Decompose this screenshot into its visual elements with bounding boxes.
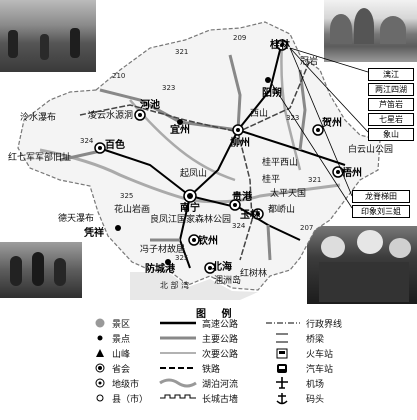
photo-folk-dance <box>0 242 82 298</box>
legend-label-scenic-area: 景区 <box>112 320 131 330</box>
label-nanning: 南宁 <box>180 201 200 214</box>
label-xinglin: 红树林 <box>240 267 267 279</box>
label-hechi: 河池 <box>140 98 160 111</box>
label-guiping: 桂平 <box>262 173 280 185</box>
info-box-ludi: 芦笛岩 <box>368 98 414 111</box>
legend-label-port: 码头 <box>306 395 325 405</box>
railway <box>237 131 253 261</box>
label-lingyun: 凌云水源洞 <box>88 109 133 121</box>
city-marker-fangchenggang <box>165 259 171 265</box>
label-guanyan: 冠岩 <box>300 55 318 67</box>
legend-label-expressway: 高速公路 <box>202 320 239 330</box>
label-liangfeng: 良凤江国家森林公园 <box>150 213 231 225</box>
info-box-qixing: 七星岩 <box>368 113 414 126</box>
legend-label-railway: 铁路 <box>202 365 221 375</box>
main-road <box>266 224 272 261</box>
legend-label-lake-river: 湖泊河流 <box>202 380 239 390</box>
photo-tea-field <box>0 0 96 72</box>
legend-label-prefecture: 地级市 <box>112 380 140 390</box>
legend-label-scenic-spot: 景点 <box>112 335 131 345</box>
info-box-liangjiang: 两江四湖 <box>368 83 414 96</box>
label-xishan: 西山 <box>250 108 268 119</box>
label-huashan: 花山岩画 <box>114 203 150 215</box>
sea-label: 北 部 湾 <box>160 280 189 290</box>
legend-title: 图 例 <box>196 309 238 320</box>
label-yangshuo: 阳朔 <box>262 86 282 99</box>
info-box-lijiang: 漓江 <box>368 68 414 81</box>
label-guangsheng: 冯子材故居 <box>140 243 185 255</box>
label-pingxiang: 凭祥 <box>83 226 104 239</box>
label-liuzhou: 柳州 <box>230 136 250 149</box>
province-boundary <box>17 21 381 291</box>
label-hezhou: 贺州 <box>321 116 342 129</box>
label-qinzhou: 钦州 <box>198 234 218 247</box>
main-road <box>228 54 242 131</box>
road-number: 323 <box>286 114 299 122</box>
info-box-xiangshan: 象山 <box>368 128 414 141</box>
legend-label-county: 县（市） <box>112 395 149 405</box>
road-number: 325 <box>120 192 133 200</box>
label-taipingmiao: 太平天国 <box>270 187 306 199</box>
road-number: 321 <box>308 176 321 184</box>
main-road <box>298 69 307 151</box>
legend-label-bridge: 桥梁 <box>306 335 325 345</box>
label-wuzhou: 梧州 <box>342 166 362 179</box>
road-number: 324 <box>80 137 94 145</box>
label-baiyun: 白云山公园 <box>348 143 393 155</box>
label-duqiao: 都峤山 <box>268 203 295 215</box>
legend-label-bus-station: 汽车站 <box>306 365 334 375</box>
label-guilin: 桂林 <box>269 38 291 51</box>
road-number: 324 <box>232 222 246 230</box>
road-number: 321 <box>175 48 188 56</box>
legend-label-secondary-road: 次要公路 <box>202 350 239 360</box>
label-red7: 红七军军部旧址 <box>8 151 71 163</box>
legend-label-airport: 机场 <box>306 380 325 390</box>
label-yulin: 玉林 <box>240 208 261 221</box>
label-detian: 德天瀑布 <box>58 212 94 224</box>
label-guigang: 贵港 <box>232 190 253 203</box>
legend-label-peak: 山峰 <box>112 350 131 360</box>
city-marker-pingxiang <box>115 225 121 231</box>
river-li <box>280 39 302 171</box>
photo-minority-girls <box>307 226 417 304</box>
legend-label-great-wall: 长城古墙 <box>202 395 239 405</box>
photo-karst-river <box>324 0 417 62</box>
label-qishan: 起凤山 <box>180 168 207 179</box>
road-number: 210 <box>112 72 125 80</box>
label-guipingxishan: 桂平西山 <box>262 156 298 168</box>
legend-label-train-station: 火车站 <box>306 350 334 360</box>
info-box-longji: 龙脊梯田 <box>352 190 410 203</box>
label-lenggu: 泠水瀑布 <box>20 111 56 123</box>
label-beihai: 北海 <box>212 260 232 273</box>
label-yishan: 宜州 <box>170 123 190 136</box>
city-markers <box>94 39 344 274</box>
sea-area <box>130 272 258 300</box>
city-marker-yangshuo <box>265 77 271 83</box>
label-fangchenggang: 防城港 <box>145 262 176 275</box>
legend-label-capital: 省会 <box>112 365 131 375</box>
city-marker-yishan <box>177 119 183 125</box>
label-baise: 百色 <box>105 138 125 151</box>
label-weizhou: 涠洲岛 <box>214 274 241 286</box>
legend-label-main-road: 主要公路 <box>202 335 239 345</box>
expressway <box>104 149 191 197</box>
road-number: 323 <box>162 84 175 92</box>
legend-label-admin-boundary: 行政界线 <box>306 320 343 330</box>
road-number: 325 <box>175 254 188 262</box>
info-box-yinxiang: 印象刘三姐 <box>352 205 410 218</box>
road-number: 207 <box>300 224 313 232</box>
road-number: 209 <box>233 34 246 42</box>
railway <box>79 59 311 133</box>
